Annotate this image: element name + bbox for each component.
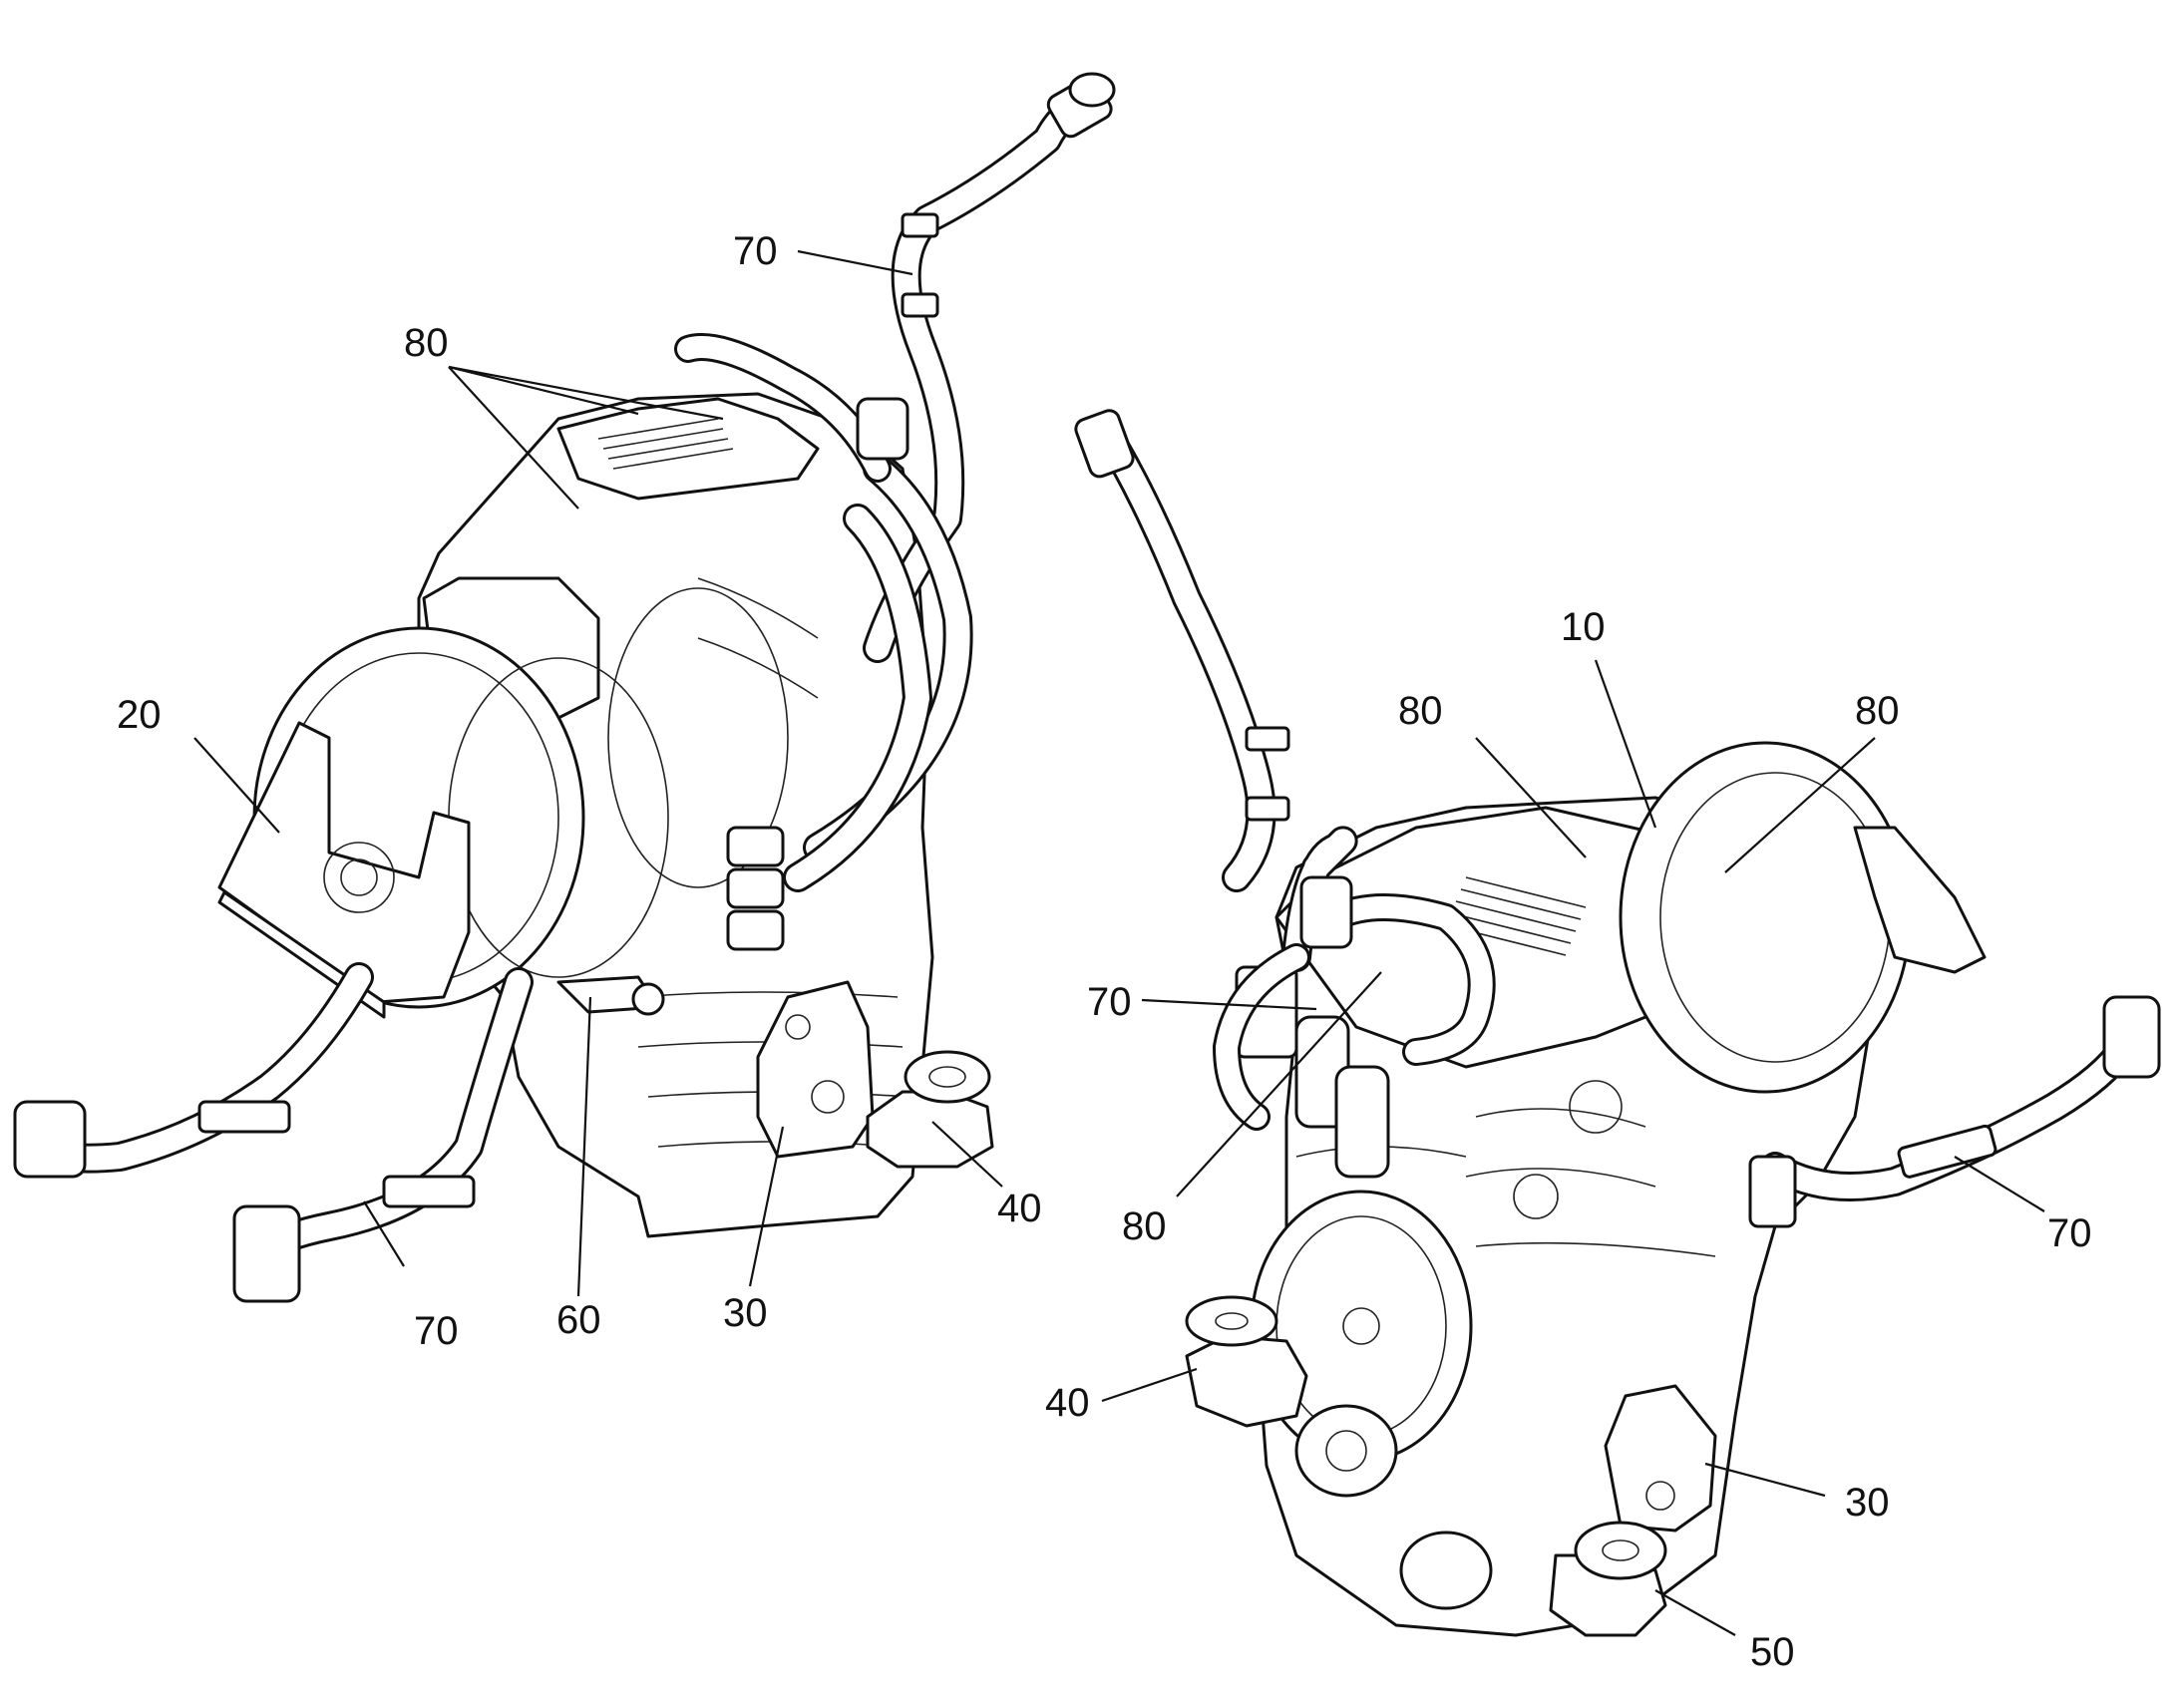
left-hose-fittings: [13, 72, 1116, 1303]
callout-80-right-3: 80: [1122, 1204, 1167, 1248]
callout-20: 20: [117, 693, 162, 737]
callout-70-right-1: 70: [1087, 980, 1132, 1024]
callout-30-left: 30: [723, 1291, 768, 1335]
callout-70-top: 70: [733, 229, 778, 273]
left-damper-40: [866, 1090, 994, 1169]
left-transmission-assembly: [13, 72, 1116, 1303]
callout-80-right-2: 80: [1855, 689, 1900, 733]
right-control-fins: [1445, 876, 1587, 956]
right-mounting-bracket: [1853, 826, 1987, 974]
callout-60: 60: [556, 1298, 601, 1342]
right-damper-40: [1185, 1334, 1308, 1428]
callout-40-right: 40: [1045, 1381, 1090, 1425]
callout-50: 50: [1750, 1630, 1795, 1674]
callout-80-right-1: 80: [1398, 689, 1443, 733]
right-bell-housing: [1619, 741, 1912, 1094]
callout-10: 10: [1561, 605, 1606, 649]
callout-70-bottom-left: 70: [414, 1309, 459, 1353]
callout-labels: 70 80 20 70 60 30 40 10 80 80 70 80 70 4…: [117, 229, 2092, 1674]
leader-lines: [193, 249, 2045, 1636]
left-mounting-bracket: [217, 721, 471, 1004]
right-hoses: [1092, 419, 2139, 1201]
right-hose-fittings: [1074, 409, 2161, 1228]
left-control-fins: [597, 418, 734, 470]
left-control-unit: [556, 397, 820, 501]
left-hose-connectors: [726, 826, 785, 951]
callout-80-left: 80: [404, 321, 449, 365]
callout-30-right: 30: [1845, 1481, 1890, 1525]
callout-70-right-2: 70: [2047, 1211, 2092, 1255]
right-transmission-assembly: [1074, 409, 2161, 1637]
callout-40-left: 40: [997, 1187, 1042, 1230]
